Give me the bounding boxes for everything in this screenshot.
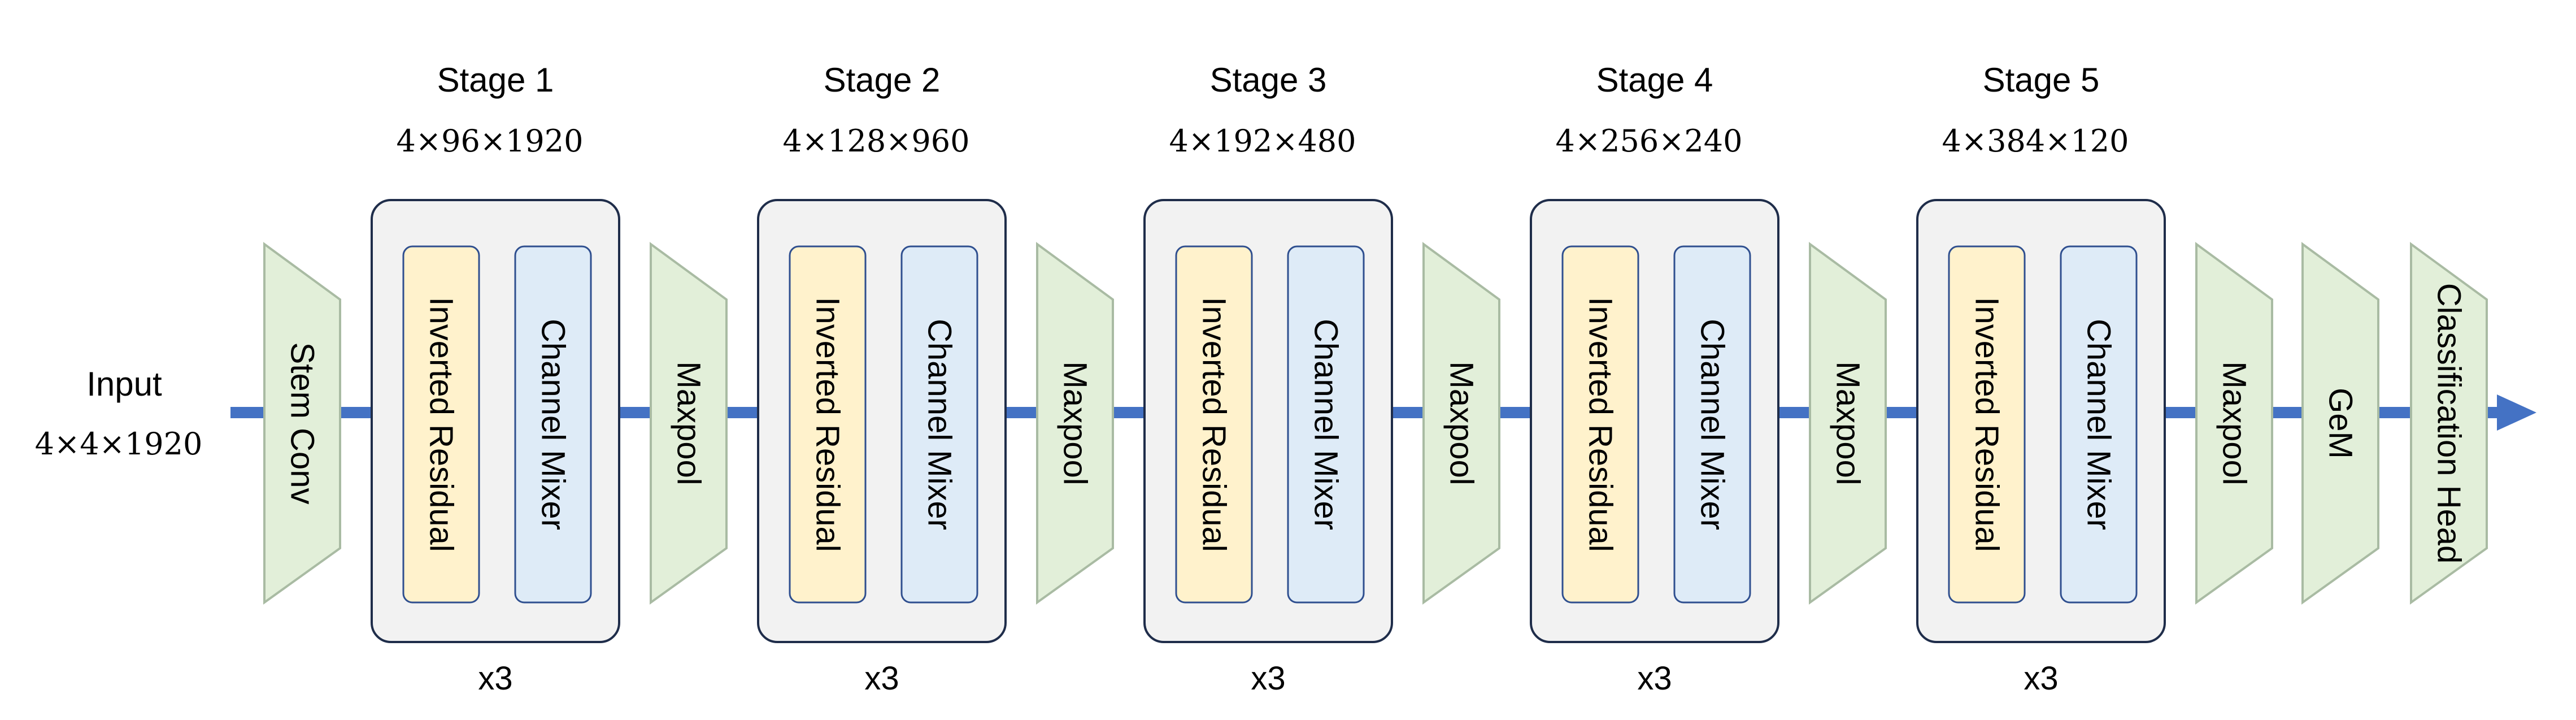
inverted-residual-label: Inverted Residual [810, 297, 846, 552]
inverted-residual-label: Inverted Residual [423, 297, 460, 552]
channel-mixer-box [2060, 245, 2138, 604]
stage-repeat: x3 [1251, 660, 1285, 697]
classification-head-label: Classification Head [2431, 283, 2468, 563]
channel-mixer-box [1287, 245, 1365, 604]
stage-title: Stage 5 [1983, 61, 2100, 99]
maxpool-block: Maxpool [1036, 242, 1114, 605]
stage-repeat: x3 [2024, 660, 2058, 697]
stage-repeat: x3 [1637, 660, 1672, 697]
channel-mixer-label: Channel Mixer [2081, 319, 2117, 530]
maxpool-label: Maxpool [1443, 361, 1480, 485]
inverted-residual-box [1561, 245, 1639, 604]
maxpool-block: Maxpool [1809, 242, 1887, 605]
inverted-residual-box [1948, 245, 2026, 604]
inverted-residual-box [402, 245, 480, 604]
stage-repeat: x3 [864, 660, 899, 697]
inverted-residual-label: Inverted Residual [1196, 297, 1233, 552]
channel-mixer-label: Channel Mixer [1308, 319, 1344, 530]
inverted-residual-box [789, 245, 867, 604]
maxpool-label: Maxpool [2216, 361, 2253, 485]
stage-repeat: x3 [478, 660, 512, 697]
inverted-residual-box [1175, 245, 1253, 604]
maxpool-block: Maxpool [1422, 242, 1500, 605]
output-arrow-head [2497, 394, 2536, 431]
channel-mixer-label: Channel Mixer [921, 319, 958, 530]
inverted-residual-label: Inverted Residual [1582, 297, 1619, 552]
classification-head-block: Classification Head [2410, 242, 2488, 605]
stage-title: Stage 2 [824, 61, 941, 99]
stage-title: Stage 1 [437, 61, 554, 99]
maxpool-block: Maxpool [2195, 242, 2273, 605]
stage-dims: 4×96×1920 [397, 123, 584, 159]
channel-mixer-box [900, 245, 978, 604]
maxpool-block: Maxpool [650, 242, 728, 605]
stage-title: Stage 4 [1596, 61, 1713, 99]
input-dims: 4×4×1920 [35, 426, 203, 462]
maxpool-label: Maxpool [1830, 361, 1866, 485]
input-label: Input [86, 365, 162, 403]
stage-title: Stage 3 [1210, 61, 1327, 99]
stem-conv-label: Stem Conv [284, 342, 321, 505]
channel-mixer-box [1673, 245, 1751, 604]
stage-dims: 4×128×960 [783, 123, 970, 159]
stage-dims: 4×192×480 [1169, 123, 1356, 159]
maxpool-label: Maxpool [1057, 361, 1094, 485]
inverted-residual-label: Inverted Residual [1969, 297, 2005, 552]
gem-label: GeM [2322, 388, 2359, 459]
stage-dims: 4×384×120 [1942, 123, 2129, 159]
gem-block: GeM [2301, 242, 2379, 605]
channel-mixer-box [514, 245, 592, 604]
channel-mixer-label: Channel Mixer [1694, 319, 1731, 530]
channel-mixer-label: Channel Mixer [535, 319, 572, 530]
stem-conv-block: Stem Conv [263, 242, 341, 605]
maxpool-label: Maxpool [671, 361, 707, 485]
stage-dims: 4×256×240 [1556, 123, 1743, 159]
